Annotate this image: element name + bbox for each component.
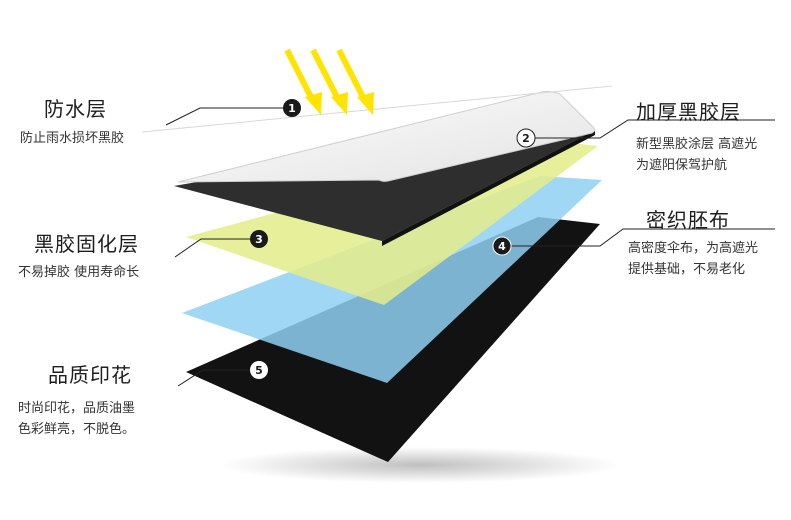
sunlight-arrows — [284, 48, 374, 115]
badge-5: 5 — [250, 361, 268, 379]
layer-3-desc-line: 不易掉胶 使用寿命长 — [18, 265, 140, 280]
layer-2-title: 加厚黑胶层 — [636, 100, 741, 124]
layer-4-title: 密织胚布 — [646, 208, 730, 232]
layer-5-desc-line: 时尚印花，品质油墨 — [18, 401, 136, 416]
layer-2-edge — [382, 130, 595, 246]
layer-4-desc: 高密度伞布，为高遮光 提供基础，不易老化 — [628, 238, 758, 280]
svg-text:1: 1 — [288, 102, 296, 115]
leader-line-5 — [177, 369, 259, 387]
svg-text:5: 5 — [255, 364, 263, 377]
badge-1: 1 — [283, 99, 301, 117]
layer-3-title: 黑胶固化层 — [34, 232, 139, 256]
layer-1-desc-line: 防止雨水损坏黑胶 — [20, 131, 125, 146]
layer-5-desc: 时尚印花，品质油墨 色彩鲜亮，不脱色。 — [18, 398, 135, 440]
svg-text:3: 3 — [255, 233, 263, 246]
svg-text:4: 4 — [498, 240, 506, 253]
badge-4: 4 — [492, 236, 512, 256]
svg-text:2: 2 — [522, 132, 530, 145]
layer-2-desc-line: 为遮阳保驾护航 — [636, 158, 728, 173]
layer-4-desc-line: 提供基础，不易老化 — [628, 262, 746, 277]
leader-line-4 — [502, 228, 775, 247]
layer-1-waterproof — [177, 90, 596, 183]
layer-4-desc-line: 高密度伞布，为高遮光 — [628, 241, 759, 256]
leader-line-1 — [165, 107, 292, 126]
layer-2-desc: 新型黑胶涂层 高遮光 为遮阳保驾护航 — [636, 134, 757, 176]
layer-5-desc-line: 色彩鲜亮，不脱色。 — [18, 422, 136, 437]
badge-3: 3 — [250, 230, 268, 248]
layer-5-title: 品质印花 — [48, 363, 132, 387]
leader-line-2 — [526, 119, 775, 139]
layer-2-desc-line: 新型黑胶涂层 高遮光 — [636, 137, 758, 152]
layer-1-title: 防水层 — [44, 97, 107, 121]
leader-line-3 — [174, 238, 259, 258]
layer-3-desc: 不易掉胶 使用寿命长 — [18, 262, 139, 283]
waterproof-film-edge — [141, 85, 613, 133]
badge-2: 2 — [516, 128, 536, 148]
layer-1-desc: 防止雨水损坏黑胶 — [20, 128, 124, 149]
stack-shadow — [220, 447, 620, 483]
